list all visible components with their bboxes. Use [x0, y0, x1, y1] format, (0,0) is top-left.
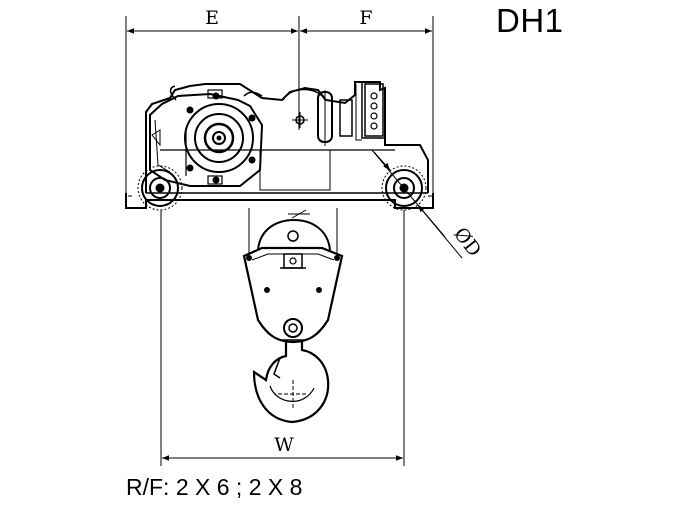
model-title: DH1 — [496, 2, 564, 39]
trolley-wheel-left — [137, 165, 183, 211]
gearbox — [149, 85, 264, 187]
trolley-frame — [125, 81, 434, 209]
dimension-f-label: F — [359, 7, 372, 29]
dimension-e-f: E F — [125, 7, 434, 200]
rope-pulley — [282, 88, 353, 146]
rope-reeving-caption: R/F: 2 X 6 ; 2 X 8 — [126, 474, 303, 500]
dimension-d-label: ØD — [449, 223, 485, 261]
dimension-e-label: E — [205, 7, 219, 29]
hook-block — [242, 208, 344, 344]
control-panel — [364, 83, 384, 137]
dimension-w-label: W — [274, 434, 294, 456]
lifting-hook — [252, 342, 330, 424]
dimension-w: W — [160, 210, 405, 466]
